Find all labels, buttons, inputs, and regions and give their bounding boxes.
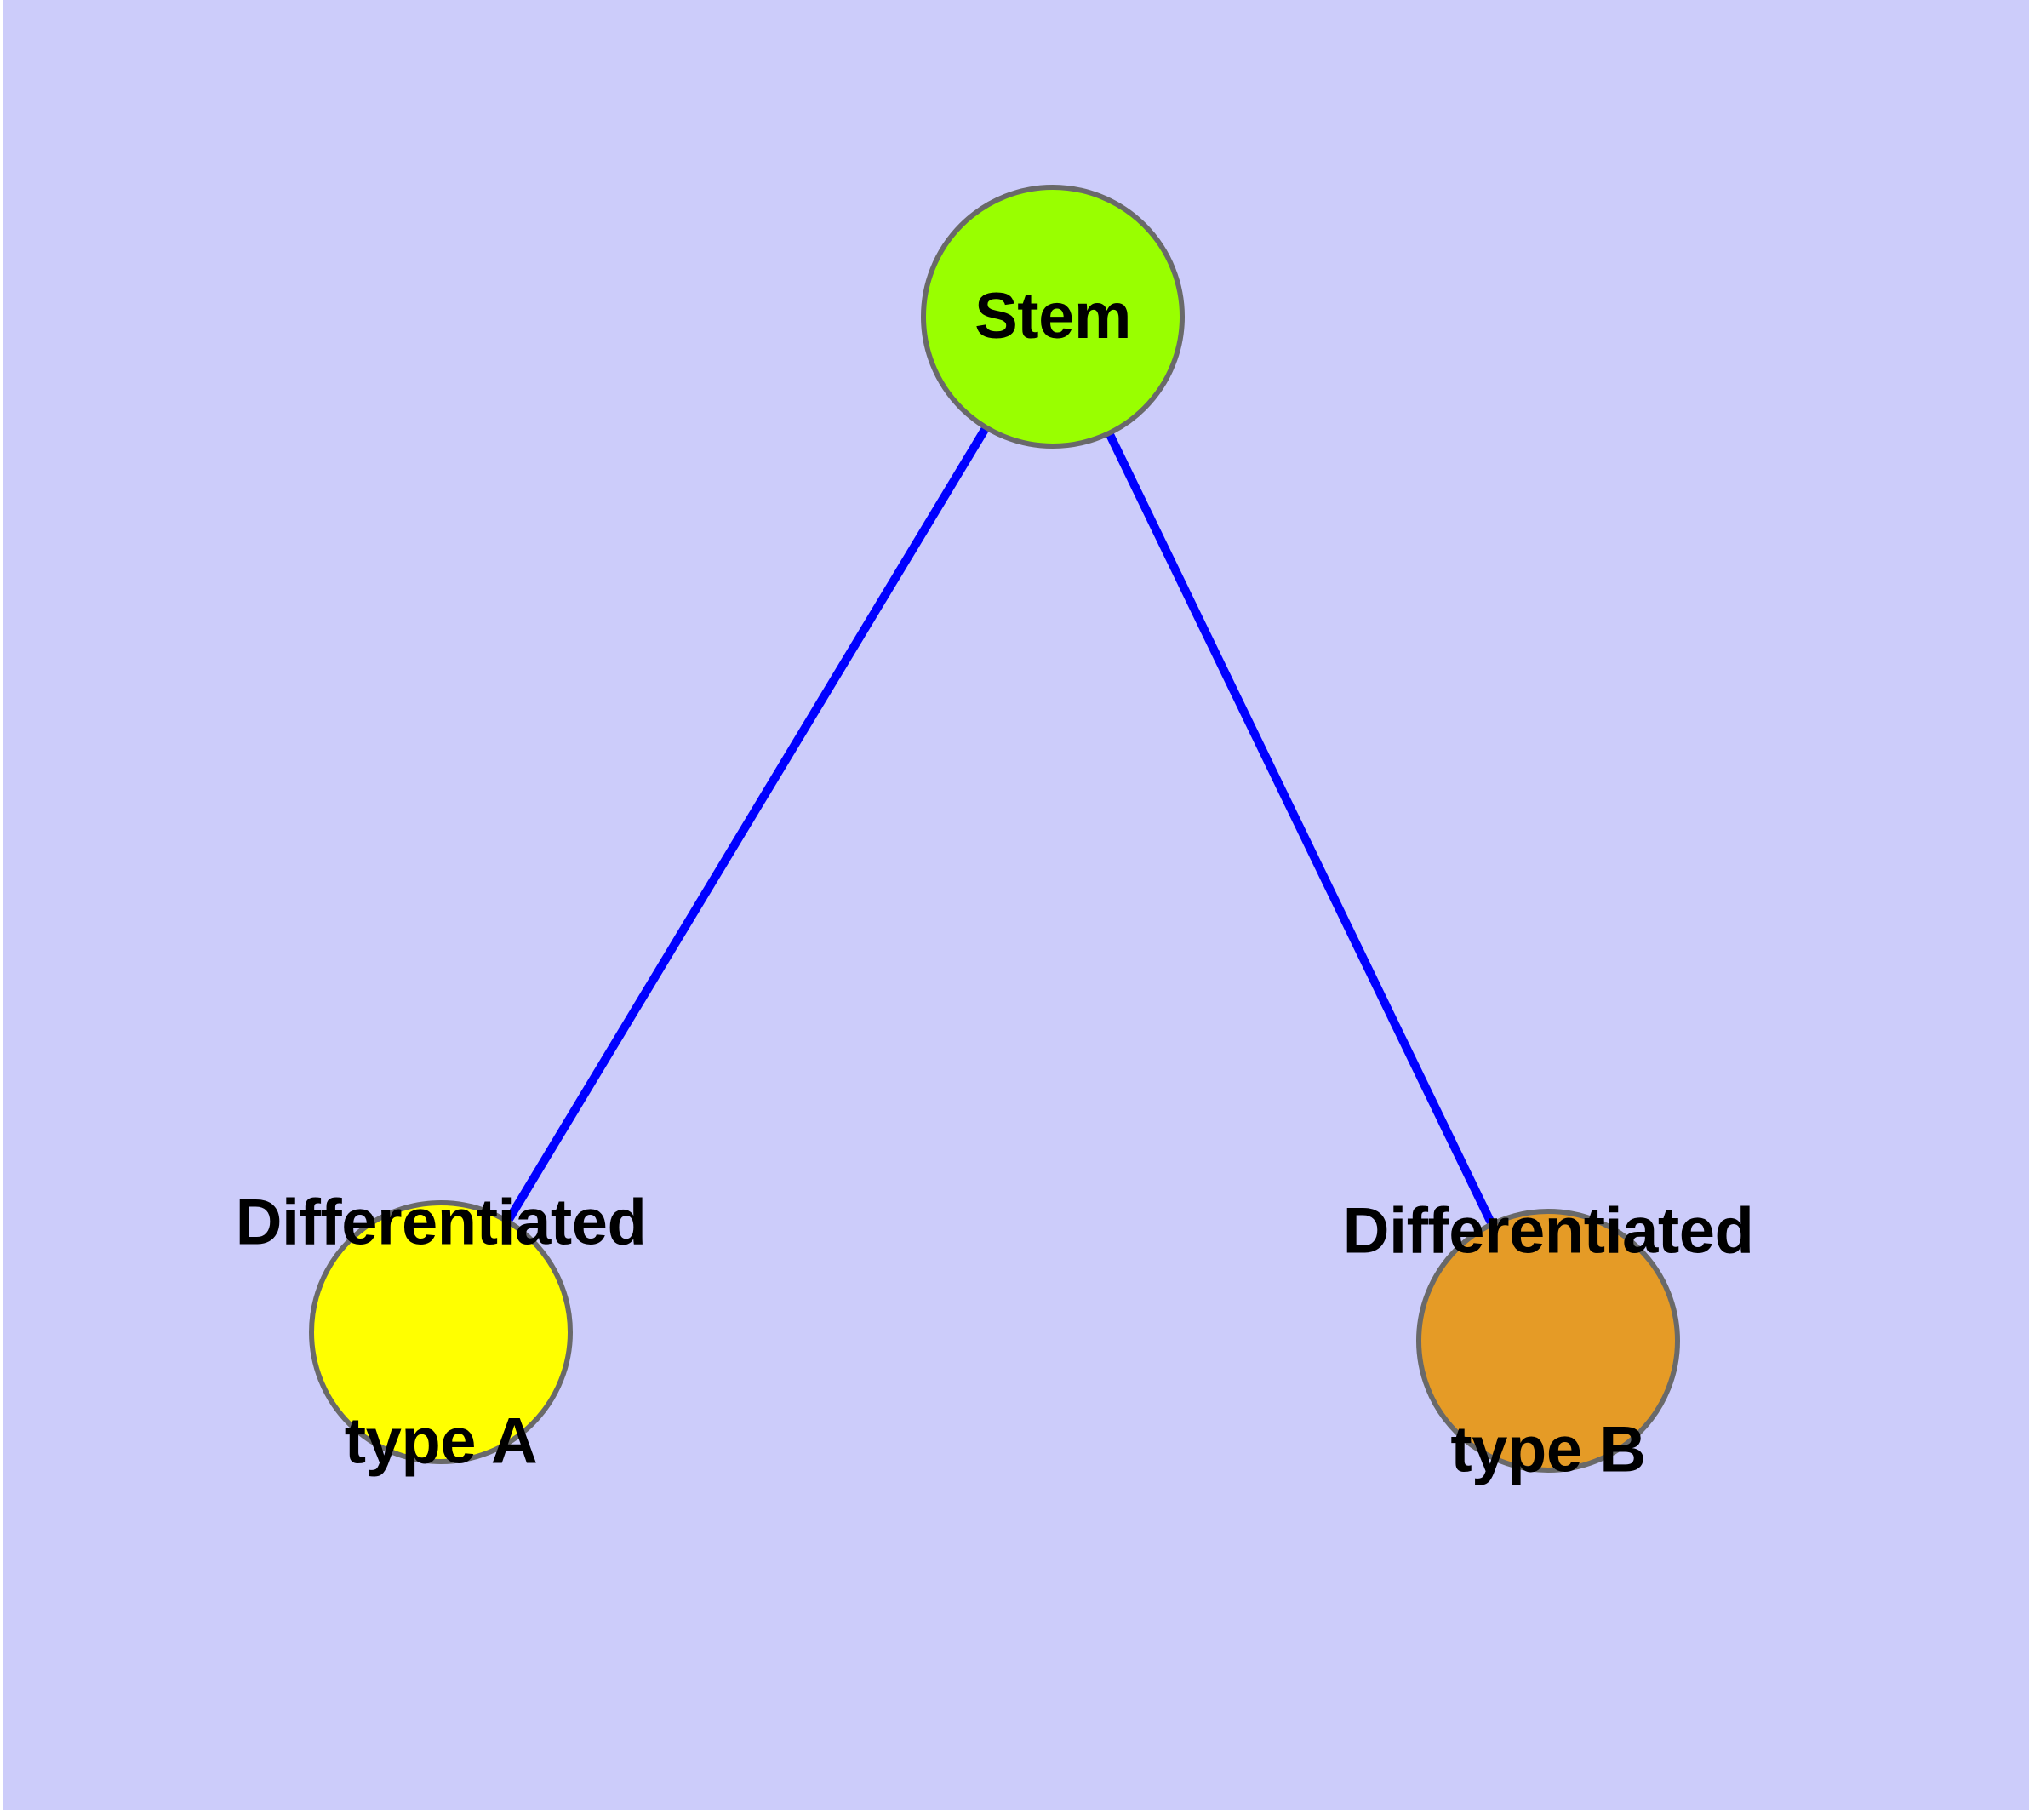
node-circle-differentiated-type-b[interactable] xyxy=(1416,1209,1680,1473)
node-circle-stem[interactable] xyxy=(921,185,1185,449)
edge-stem-to-diff-b xyxy=(1049,314,1552,1343)
node-circle-differentiated-type-a[interactable] xyxy=(309,1200,573,1464)
edge-layer xyxy=(437,314,1552,1343)
node-layer xyxy=(309,185,1680,1473)
edge-stem-to-diff-a xyxy=(437,314,1057,1335)
